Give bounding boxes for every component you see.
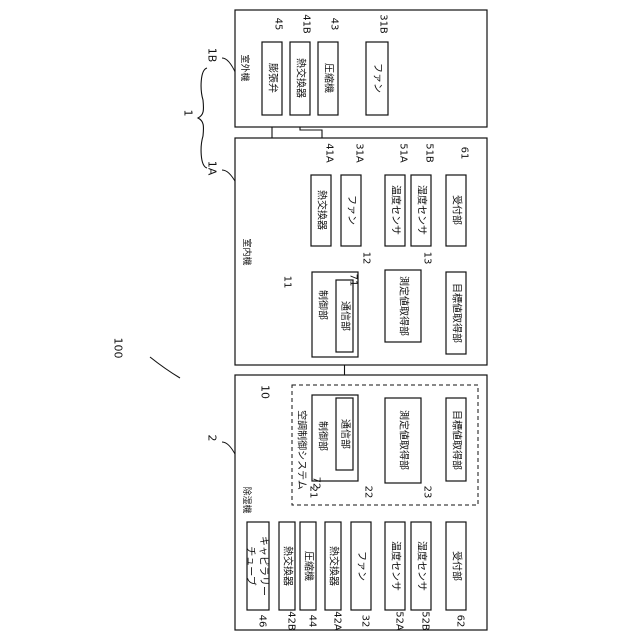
dehum-component-ref: 46: [257, 615, 268, 628]
outdoor-component-ref: 43: [329, 18, 340, 31]
ref-22: 22: [363, 486, 374, 499]
ref-11: 11: [282, 276, 293, 289]
control-system-ref: 10: [259, 385, 272, 399]
indoor-target-label: 目標値取得部: [451, 283, 464, 343]
indoor-component-ref: 41A: [324, 143, 335, 163]
dehum-component-ref: 42B: [286, 611, 297, 631]
dehum-component-label-line: チューブ: [245, 546, 258, 585]
indoor-component-label: 温度センサ: [390, 185, 403, 235]
dehum-component-ref: 32: [360, 615, 371, 628]
ref-23: 23: [422, 486, 433, 499]
ref-71: 71: [348, 274, 359, 287]
outdoor-component-label: ファン: [372, 63, 383, 93]
air-conditioner-ref-label: 1: [182, 110, 195, 117]
indoor-comm-label: 通信部: [339, 301, 352, 331]
dehum-component-label: 受付部: [451, 551, 464, 581]
dehum-component-label: 圧縮機: [303, 551, 316, 581]
dehumidifier-ref-leader: [222, 442, 236, 456]
indoor-measure-label: 測定値取得部: [398, 276, 411, 336]
dehum-component-label: 熱交換器: [328, 546, 341, 586]
dehum-component-label: ファン: [356, 551, 367, 581]
dehum-measure-label: 測定値取得部: [398, 410, 411, 470]
indoor-component-label: 熱交換器: [316, 190, 329, 230]
indoor-component-ref: 51B: [424, 143, 435, 163]
air-conditioner-bracket: [198, 68, 207, 168]
outdoor-unit-ref-leader: [222, 58, 236, 74]
dehum-component-ref: 52A: [394, 611, 405, 631]
outdoor-unit-label: 室外機: [239, 54, 251, 81]
component-boxes: [235, 10, 487, 630]
outdoor-component-ref: 31B: [378, 14, 389, 34]
dehum-component-label-line: キャピラリー: [258, 536, 270, 596]
control-system-label: 空調制御システム: [296, 410, 309, 490]
outdoor-unit-ref: 1B: [206, 48, 219, 63]
dehum-target-label: 目標値取得部: [451, 410, 464, 470]
dehum-component-ref: 42A: [332, 611, 343, 631]
outdoor-component-ref: 41B: [301, 14, 312, 34]
indoor-component-ref: 51A: [398, 143, 409, 163]
dehum-component-label: 熱交換器: [282, 546, 295, 586]
dehum-component-ref: 44: [307, 615, 318, 628]
dehum-component-ref: 62: [455, 615, 466, 628]
ref-13: 13: [422, 252, 433, 265]
ref-21: 21: [308, 486, 319, 499]
dehumidifier-ref: 2: [206, 435, 219, 442]
dehum-component-label: 温度センサ: [390, 541, 403, 591]
outdoor-component-label: 圧縮機: [323, 63, 336, 93]
indoor-control-label: 制御部: [317, 290, 330, 320]
dehum-comm-label: 通信部: [339, 419, 352, 449]
indoor-unit-ref: 1A: [206, 161, 219, 176]
indoor-component-ref: 61: [459, 147, 470, 160]
dehum-component-label: 湿度センサ: [416, 541, 429, 591]
dehum-component-ref: 52B: [420, 611, 431, 631]
outdoor-component-ref: 45: [273, 18, 284, 31]
indoor-component-ref: 31A: [354, 143, 365, 163]
system-ref-leader: [150, 357, 180, 378]
indoor-unit-label: 室内機: [241, 238, 253, 265]
ref-12: 12: [361, 252, 372, 265]
indoor-component-label: 湿度センサ: [416, 185, 429, 235]
outdoor-component-label: 熱交換器: [295, 58, 308, 98]
indoor-component-label: 受付部: [451, 195, 464, 225]
system-ref-label: 100: [112, 338, 125, 359]
dehumidifier-label: 除湿機: [241, 486, 253, 513]
outdoor-component-label: 膨張弁: [267, 63, 280, 93]
indoor-component-label: ファン: [346, 195, 357, 225]
indoor-unit-ref-leader: [222, 170, 236, 183]
dehum-control-label: 制御部: [317, 421, 330, 451]
